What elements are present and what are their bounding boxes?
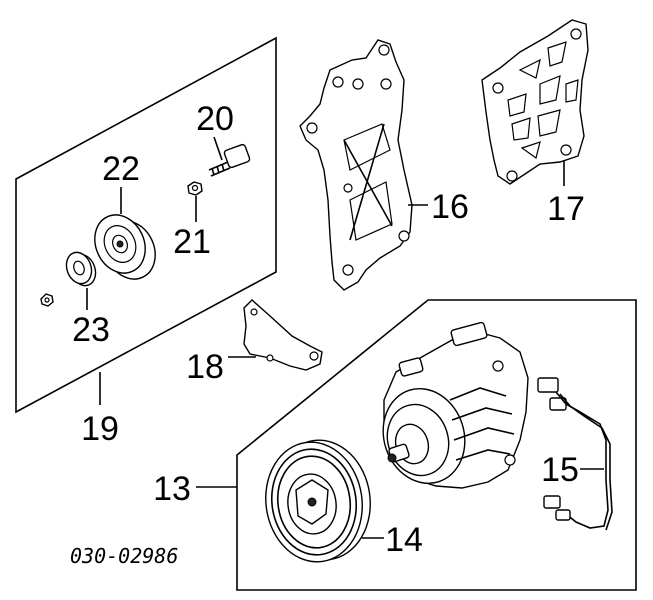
idler-kit-frame [15,36,277,414]
compressor-assembly-frame [236,299,637,591]
nut-icon [187,181,203,196]
callout-19: 19 [81,410,119,448]
bolt-icon [208,143,251,177]
callout-20: 20 [196,100,234,138]
callout-21: 21 [173,223,211,261]
idler-pulley-icon [94,214,156,280]
callout-16: 16 [431,188,469,226]
callout-18: 18 [186,348,224,386]
wiring-harness-icon [537,377,613,531]
leader-20 [213,136,223,161]
callout-14: 14 [385,521,423,559]
small-bracket-icon [243,299,323,371]
callout-17: 17 [547,190,585,228]
compressor-bracket-icon [299,39,413,291]
drawing-code: 030-02986 [70,544,178,568]
callout-15: 15 [541,451,579,489]
callout-13: 13 [153,470,191,508]
callout-23: 23 [72,311,110,349]
spacer-washer-icon [65,251,97,287]
compressor-assembly-icon [382,321,529,489]
clutch-pulley-icon [265,439,371,563]
mounting-plate-icon [481,19,589,185]
callout-22: 22 [102,150,140,188]
small-nut-icon [40,293,54,307]
